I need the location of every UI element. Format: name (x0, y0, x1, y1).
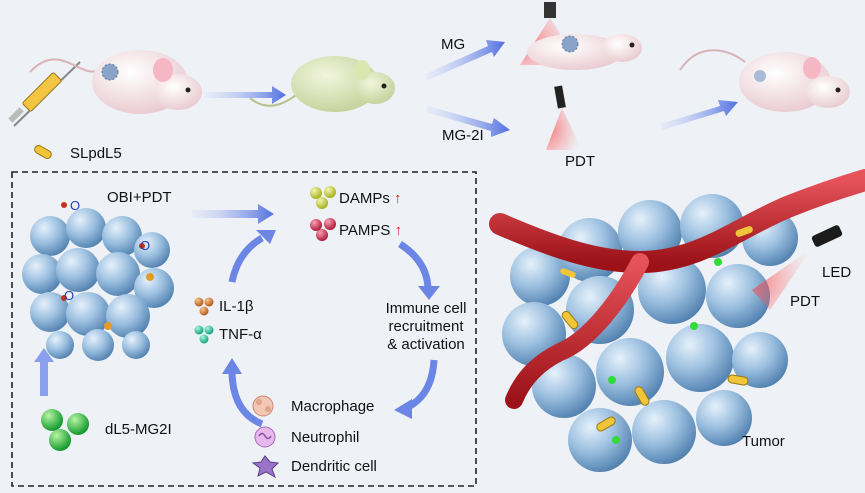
arrow-head-damps (256, 230, 276, 244)
label-immune-line1: Immune cell (385, 300, 467, 317)
mechanism-panel-border (11, 171, 477, 487)
arrow-bacteria-to-tumor (34, 348, 54, 396)
mouse-treated-icon (527, 34, 642, 70)
tumor-large (502, 194, 798, 472)
mouse-injected-icon (29, 50, 202, 114)
mouse-colonized-icon (249, 56, 395, 112)
radical-marker-1: O (70, 198, 81, 213)
label-obi-pdt: OBI+PDT (107, 189, 172, 206)
label-pdt-right: PDT (790, 293, 820, 310)
label-tnfa: TNF-α (219, 326, 262, 343)
mouse-final-icon (679, 49, 850, 112)
tnfa-icon (194, 325, 214, 344)
radical-marker-3: O (64, 288, 75, 303)
label-pamps: PAMPS ↑ (339, 222, 402, 239)
bacterium-icon (34, 145, 52, 159)
label-il1b: IL-1β (219, 298, 254, 315)
tumor-cluster-small (22, 202, 174, 361)
arrow-curve-to-damps (228, 234, 264, 283)
tumor-bacteria (561, 258, 749, 444)
pamps-up-arrow: ↑ (394, 222, 403, 239)
pdt-flashlight-icon (546, 85, 582, 150)
label-mg: MG (441, 36, 466, 53)
arrow-head-cytokines (222, 358, 242, 374)
label-pdt-top: PDT (565, 153, 595, 170)
label-immune-line2: recruitment (388, 318, 464, 335)
damps-icon (310, 186, 336, 209)
dendritic-cell-icon (251, 455, 280, 479)
macrophage-icon (252, 395, 274, 417)
arrow-curve-to-cytokines (228, 369, 264, 428)
led-flashlight-icon (752, 225, 843, 310)
arrow-step-final (660, 100, 738, 130)
syringe-icon (8, 61, 81, 127)
arrow-curve-to-immune (398, 241, 432, 291)
arrow-head-cells (394, 399, 412, 419)
neutrophil-icon (254, 426, 276, 448)
label-immune-line3: & activation (387, 336, 465, 353)
il1b-icon (194, 297, 214, 316)
pamps-icon (310, 218, 336, 241)
label-damps-text: DAMPs (339, 190, 390, 207)
arrow-branch-upper (425, 40, 505, 80)
label-dendritic-cell: Dendritic cell (291, 458, 377, 475)
radical-marker-2: O (140, 238, 151, 253)
label-led: LED (822, 264, 852, 281)
label-tumor: Tumor (742, 433, 785, 450)
label-macrophage: Macrophage (291, 398, 375, 415)
label-immune-block: Immune cell recruitment & activation (378, 300, 474, 354)
label-pamps-text: PAMPS (339, 222, 391, 239)
dl5-mg2i-spheres-icon (41, 409, 89, 451)
label-neutrophil: Neutrophil (291, 429, 360, 446)
label-dl5-mg2i: dL5-MG2I (105, 421, 172, 438)
label-mg-2i: MG-2I (442, 127, 484, 144)
arrow-step-1 (205, 86, 286, 104)
arrow-head-immune (418, 286, 440, 300)
label-slpdl5: SLpdL5 (70, 145, 122, 162)
arrow-to-damps (192, 204, 274, 224)
label-damps: DAMPs ↑ (339, 190, 402, 207)
arrow-branch-lower (426, 106, 510, 137)
damps-up-arrow: ↑ (394, 190, 402, 207)
blood-vessel (489, 169, 865, 409)
